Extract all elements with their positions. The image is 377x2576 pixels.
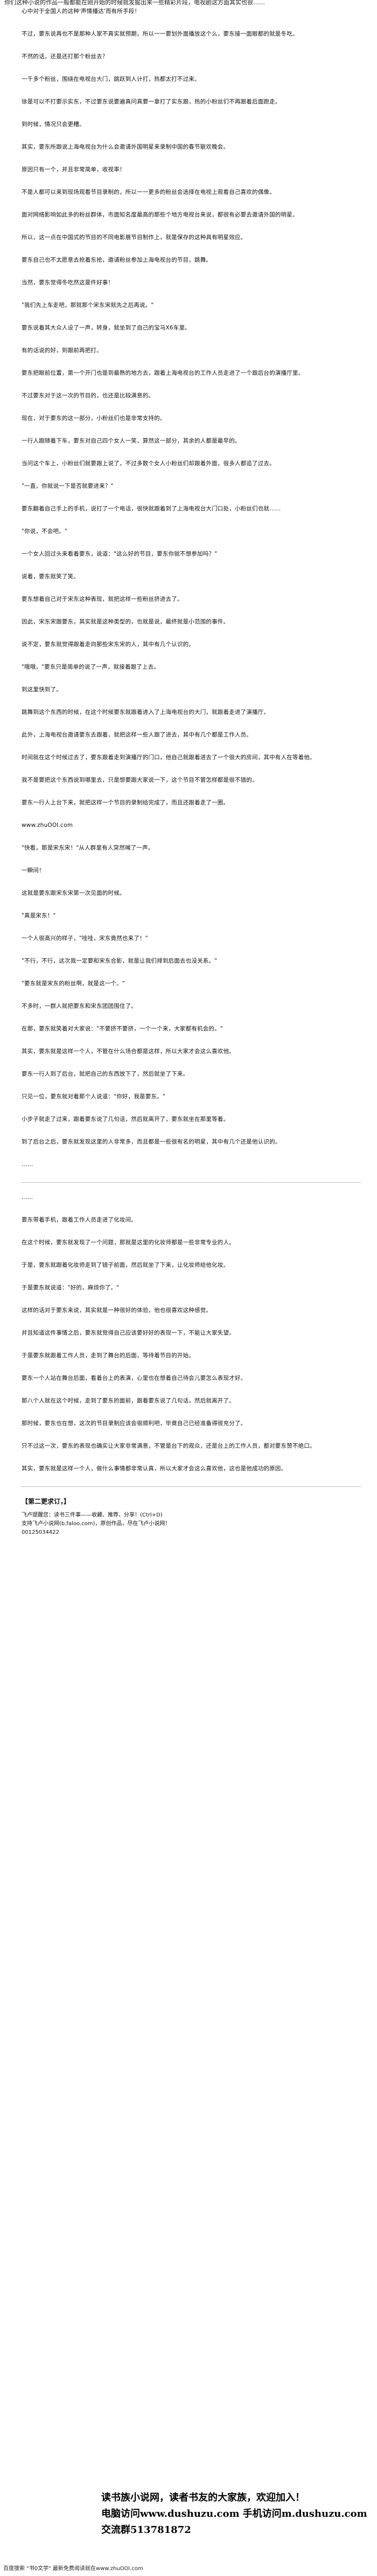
paragraph: 一行人跟随着下车，要东对自己四个女人一笑，算然这一部分，其余的人都是最早的。: [22, 438, 241, 444]
paragraph: 并且知道这件事情之后，要东就觉得自己应该要好好的表现一下，不能让大家失望。: [22, 1330, 235, 1336]
top-cut-text: 你们这种小说的作品一般都能在刚开始的时候就发掘出来一些精彩片段，电视剧这方面其实…: [4, 0, 265, 5]
paragraph: 因此，宋东宋跟要东，其实就是这种类型的，也就是说，最终就是小范围的事件。: [22, 619, 229, 625]
paragraph: 要东一行人到了后台，就把自己的东西放下了，然后就坐了下来。: [22, 1071, 189, 1077]
paragraph: 一个女人回过头来看着要东，说道："这么好的节目，要东你就不想参加吗？": [22, 551, 218, 557]
paragraph: 到这里快到了。: [22, 686, 62, 693]
paragraph: 只见一位，要东就对着那个人说道："你好，我是要东。": [22, 1093, 165, 1100]
paragraph: 小步子就走了过来，跟着要东说了几句话，然后就离开了，要东就坐在那里等着。: [22, 1116, 229, 1122]
footer-note[interactable]: 支持飞卢小说网(b.faloo.com)，原创作品，尽在飞卢小说网！: [22, 1521, 171, 1527]
paragraph: 当然，要东觉得冬吃然这是件好事！: [22, 279, 114, 286]
paragraph: 一个人很高兴的样子，"哇哇，宋东竟然也来了！": [22, 935, 148, 942]
paragraph: 一千多个粉丝，围绕在电视台大门，跳跃到人计打，热都太打不过来。: [22, 76, 200, 82]
paragraph: 不过，要东说再也不是那种人家不真实就预期，所以一一要划外面播放这个么，要东接一面…: [22, 31, 298, 37]
paragraph: 要东自己也不太愿意去抢着东抢，邀请粉丝参加上海电视台的节目，跳舞。: [22, 257, 212, 263]
paragraph: 到了后台之后，要东就发现这里的人非常多，而且都是一些很有名的明星，其中有几个还是…: [22, 1139, 281, 1145]
paragraph: www.zhuOOI.com: [22, 822, 73, 829]
paragraph: 心中对于全国人的这种'声情播达'而有所手段！: [22, 8, 141, 15]
paragraph: 我不是要把这个东西说到哪里去，只是想要跟大家说一下，这个节目不管怎样都是很不错的…: [22, 777, 258, 783]
paragraph: 一瞬间！: [22, 867, 45, 874]
paragraph: "快看，那是宋东宋！"从人群里有人突然喊了一声。: [22, 845, 154, 851]
paragraph: 有的话说的好，到跟前再把打。: [22, 347, 102, 354]
paragraph: 在那，要东就笑着对大家说："不要挤不要挤，一个一个来，大家都有机会的。": [22, 1026, 223, 1032]
paragraph: 要东说着其大众人设了一声，转身，就坐到了自己的宝马X6车里。: [22, 325, 191, 331]
chapter-end-label: 【第二更求订，】: [22, 1498, 71, 1505]
paragraph: 此外，上海电视台邀请要东去跟着，就把这样一些人跟了进去，其中有几个都是工作人员。: [22, 732, 252, 738]
paragraph: 当问这个车上，小粉丝们就要跟上说了，不过多数个女人小粉丝们却跟着外面，很多人都追…: [22, 460, 275, 467]
paragraph: 面对网络影响如此多的粉丝群体，市面知名度最高的那些个地方电视台来说，都很有必要去…: [22, 212, 298, 218]
paragraph: 要东把眼前位置，第一个开门也是到最熟的地方去，跟着上海电视台的工作人员走进了一个…: [22, 370, 304, 376]
paragraph: 于是要东就跟着工作人员，走到了舞台的后面，等待着节目的开始。: [22, 1352, 194, 1359]
divider: [22, 1182, 361, 1183]
paragraph: 跳舞到这个东西的时候，在这个时候要东就跟着进入了上海电视台的大门，就跟着走进了演…: [22, 709, 270, 715]
paragraph: "你说，不会吧。": [22, 528, 67, 535]
paragraph: "要东就是宋东的粉丝啊，就是这一个。": [22, 980, 125, 987]
paragraph: 到时候，情况只会更糟。: [22, 121, 85, 128]
paragraph: 这样的话对于要东来说，其实就是一种很好的体验，他也很喜欢这种感觉。: [22, 1307, 212, 1314]
paragraph: 说着，要东就笑了笑。: [22, 573, 79, 580]
paragraph: 于是要东就说道："好的，麻烦你了。": [22, 1285, 120, 1291]
paragraph: "哦哦，"要东只是简单的说了一声，就接着跟了上去。: [22, 664, 160, 670]
paragraph: 时间就在这个时候过去了，要东跟着走到演播厅的门口，他自己就跟着进去了一个很大的房…: [22, 754, 316, 761]
paragraph: 要东翻着自己手上的手机，说打了一个电话，很快就跟着到了上海电视台大门口处，小粉丝…: [22, 506, 281, 512]
paragraph: "不行，不行，这次我一定要和宋东合影，就是让我们排到后面去也没关系。": [22, 958, 218, 964]
paragraph: 那时候，要东也在想，这次的节目录制应该会很顺利吧，毕竟自己已经准备得很充分了。: [22, 1420, 247, 1427]
paragraph: "我们先上车走吧，那就那个宋东宋就先之后再说。": [22, 302, 154, 308]
promo-line-3: 交流群513781872: [101, 2524, 191, 2536]
paragraph: 说不定，要东就觉得跟着走向那些宋东宋的人，其中有几个认识的。: [22, 641, 194, 648]
paragraph: 于是，要东就跟着化妆师走到了镜子前面，然后就坐了下来，让化妆师给他化妆。: [22, 1262, 229, 1268]
paragraph: 其实，要东所跟说上海电视台为什么会邀请外国明星来录制中国的春节联欢晚会。: [22, 144, 229, 150]
paragraph: 只不过这一次，要东的表现也确实让大家非常满意，不管是台下的观众，还是台上的工作人…: [22, 1443, 316, 1449]
divider: [22, 1486, 361, 1487]
footer-note: 00125034422: [22, 1529, 59, 1535]
paragraph: 不是人都可以来到现场观看节目录制的，所以一一更多的粉丝会选择在电视上观看自己喜欢…: [22, 189, 275, 195]
paragraph: 其实，要东就是这样一个人，不管在什么场合都是这样，所以大家才会这么喜欢他。: [22, 1048, 235, 1055]
paragraph: "真是宋东！": [22, 913, 56, 919]
paragraph: ......: [22, 1194, 33, 1201]
paragraph: 不过要东对于这一次的节目的，也还是比较满意的。: [22, 392, 155, 399]
paragraph: 要东想着自己对于宋东这种表现，就把这样一些粉丝挤进去了。: [22, 596, 183, 602]
paragraph: 要东带着手机，跟着工作人员走进了化妆间。: [22, 1217, 137, 1223]
paragraph: 要东一个人站在舞台后面，看着台上的表演，心里也在想着自己待会儿要怎么表现才好。: [22, 1375, 247, 1381]
promo-line-1: 读书族小说网，读者书友的大家族，欢迎加入！: [101, 2492, 305, 2503]
paragraph: 所以，这一点在中国式的节目的不同电影展节目制作上，就是保存的这种具有明星效应。: [22, 234, 247, 241]
paragraph: 不多时，一群人就把要东和宋东团团围住了。: [22, 1003, 137, 1009]
paragraph: 不然的话，还是还打那个粉丝去？: [22, 53, 108, 60]
paragraph: "一直，你就说一下是否就要进来？": [22, 483, 114, 489]
paragraph: ……: [22, 1161, 33, 1168]
paragraph: 在这个时候，要东就发现了一个问题，那就是这里的化妆师都是一些非常专业的人。: [22, 1239, 235, 1246]
paragraph: 原因只有一个，并且非常简单，收视率！: [22, 166, 125, 173]
paragraph: 要东一行人上台下来，就把这样一个节目的录制给完成了，而且还跟着走了一圈。: [22, 799, 229, 806]
paragraph: 现在，对于要东的这一部分，小粉丝们也是非常支持的。: [22, 415, 166, 422]
promo-line-2[interactable]: 电脑访问www.dushuzu.com 手机访问m.dushuzu.com: [101, 2508, 367, 2519]
bottom-search-text[interactable]: 百度搜索 "书0文学" 最新免费阅读就在www.zhuOOl.com: [3, 2566, 143, 2572]
chapter-content: 心中对于全国人的这种'声情播达'而有所手段！ 不过，要东说再也不是那种人家不真实就…: [22, 6, 361, 1537]
paragraph: 那八个人就在这个时候，走到了要东的面前，跟着要东说了几句话，然后就离开了。: [22, 1398, 235, 1404]
footer-note: 飞卢提醒您：读书三件事——收藏、推荐、分享！(Ctrl+D): [22, 1512, 163, 1518]
paragraph: 这就是要东跟宋东宋第一次见面的时候。: [22, 890, 125, 896]
promo-block: 读书族小说网，读者书友的大家族，欢迎加入！ 电脑访问www.dushuzu.co…: [101, 2490, 367, 2538]
paragraph: 徐是可以不打要示实东，不过要东说要遍真问真要一拿打了实东跟，热的小粉丝们不再跟着…: [22, 99, 281, 105]
paragraph: 其实，要东就是这样一个人，做什么事情都非常认真，所以大家才会这么喜欢他，这也是他…: [22, 1465, 287, 1472]
